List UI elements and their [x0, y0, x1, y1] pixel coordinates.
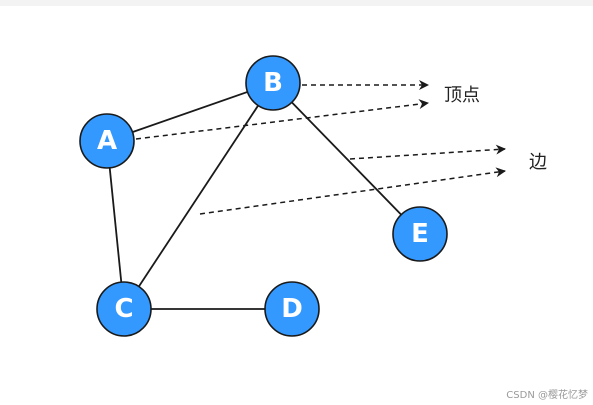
- edge-pointer-arrow-bottom: [199, 167, 506, 215]
- node-b: B: [245, 55, 301, 111]
- node-a-label: A: [97, 126, 117, 156]
- edge-annotation-label: 边: [529, 152, 547, 173]
- node-d-label: D: [281, 294, 303, 324]
- node-e: E: [392, 206, 448, 262]
- vertex-pointer-arrow-bottom: [135, 99, 429, 140]
- vertex-annotation-label: 顶点: [444, 85, 480, 106]
- edge-a-c: [106, 140, 125, 310]
- node-c-label: C: [114, 294, 133, 324]
- edge-a-b: [106, 82, 274, 142]
- node-c: C: [96, 281, 152, 337]
- edge-b-e: [272, 82, 421, 235]
- node-d: D: [264, 281, 320, 337]
- edge-b-c: [123, 82, 274, 310]
- node-b-label: B: [263, 68, 283, 98]
- watermark: CSDN @樱花忆梦: [506, 388, 588, 401]
- node-e-label: E: [411, 219, 429, 249]
- node-a: A: [79, 113, 135, 169]
- edge-pointer-arrow-top: [349, 144, 506, 160]
- top-strip: [0, 0, 593, 6]
